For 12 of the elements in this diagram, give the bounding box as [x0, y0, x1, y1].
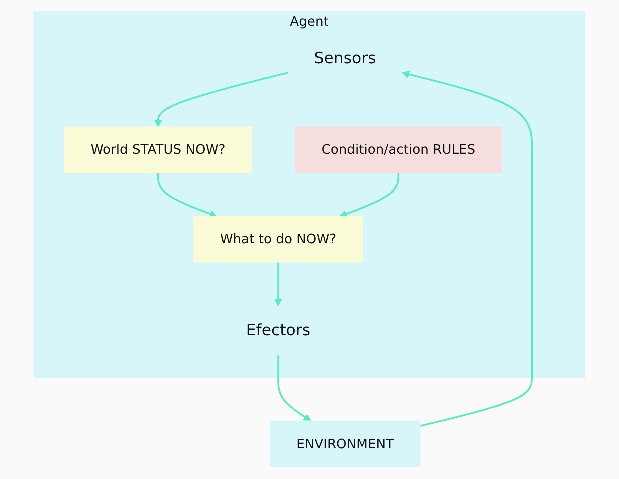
arrow: [340, 172, 400, 218]
node-box: Condition/action RULES: [295, 126, 502, 174]
arrow: [278, 356, 312, 422]
arrow: [154, 72, 288, 128]
node-box: ENVIRONMENT: [270, 420, 421, 468]
node-text: Efectors: [246, 322, 311, 340]
arrow: [402, 70, 534, 428]
node-box: What to do NOW?: [194, 216, 364, 263]
node-box: World STATUS NOW?: [64, 126, 252, 174]
arrow: [157, 172, 218, 218]
arrow: [274, 262, 282, 306]
node-text: Sensors: [314, 50, 376, 68]
